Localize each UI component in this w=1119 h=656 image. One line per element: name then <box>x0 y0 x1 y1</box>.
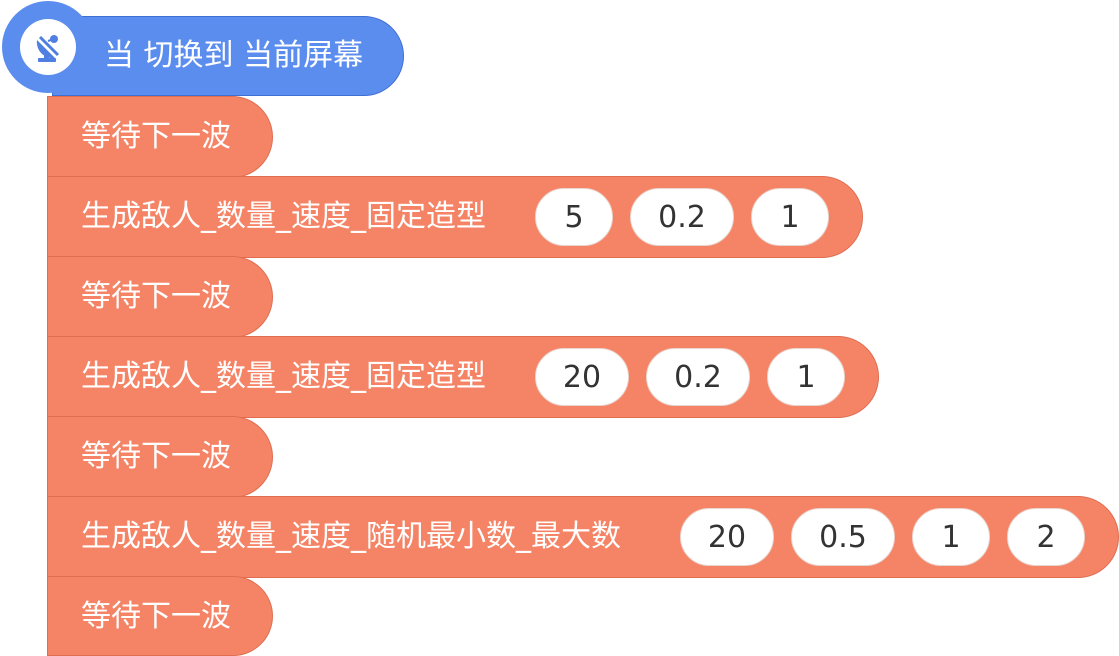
wait-next-wave-block[interactable]: 等待下一波 <box>47 576 273 656</box>
enemy-count-input[interactable]: 20 <box>680 508 774 566</box>
enemy-speed-input[interactable]: 0.2 <box>630 188 734 246</box>
event-hat-block[interactable] <box>52 16 404 96</box>
spawn-enemies-fixed-block[interactable]: 生成敌人_数量_速度_固定造型 5 0.2 1 <box>47 176 863 258</box>
spawn-enemies-fixed-block[interactable]: 生成敌人_数量_速度_固定造型 20 0.2 1 <box>47 336 879 418</box>
costume-min-input[interactable]: 1 <box>912 508 990 566</box>
block-label: 等待下一波 <box>81 439 231 474</box>
block-label: 等待下一波 <box>81 119 231 154</box>
wait-next-wave-block[interactable]: 等待下一波 <box>47 96 273 178</box>
costume-max-input[interactable]: 2 <box>1007 508 1085 566</box>
enemy-costume-input[interactable]: 1 <box>767 348 845 406</box>
enemy-speed-input[interactable]: 0.5 <box>791 508 895 566</box>
block-label: 等待下一波 <box>81 279 231 314</box>
satellite-dish-icon <box>20 19 76 75</box>
enemy-speed-input[interactable]: 0.2 <box>646 348 750 406</box>
event-hat-cap[interactable] <box>2 1 94 93</box>
wait-next-wave-block[interactable]: 等待下一波 <box>47 256 273 338</box>
wait-next-wave-block[interactable]: 等待下一波 <box>47 416 273 498</box>
block-label: 生成敌人_数量_速度_固定造型 <box>81 359 486 394</box>
event-hat-label: 当 切换到 当前屏幕 <box>104 38 364 73</box>
block-label: 生成敌人_数量_速度_随机最小数_最大数 <box>81 519 621 554</box>
block-label: 等待下一波 <box>81 599 231 634</box>
enemy-costume-input[interactable]: 1 <box>751 188 829 246</box>
spawn-enemies-random-block[interactable]: 生成敌人_数量_速度_随机最小数_最大数 20 0.5 1 2 <box>47 496 1119 578</box>
block-label: 生成敌人_数量_速度_固定造型 <box>81 199 486 234</box>
enemy-count-input[interactable]: 20 <box>535 348 629 406</box>
enemy-count-input[interactable]: 5 <box>535 188 613 246</box>
